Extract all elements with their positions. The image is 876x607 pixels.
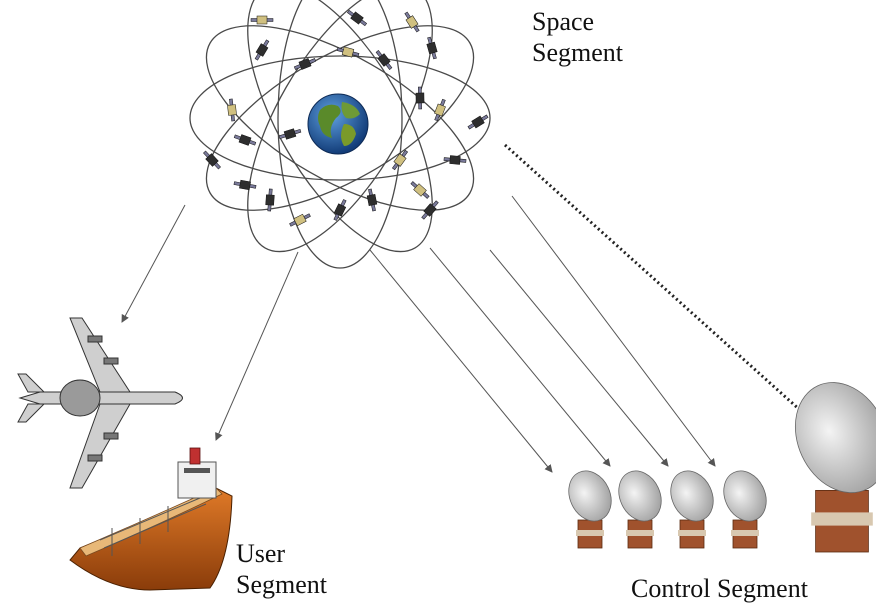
space-label-line1: Space — [532, 7, 595, 36]
aircraft-icon — [17, 317, 183, 489]
satellite-icon — [443, 155, 467, 165]
ground-antenna-icon — [568, 470, 612, 549]
satellite-icon — [233, 134, 257, 146]
satellite-icon — [336, 46, 360, 58]
user-segment-label: User Segment — [236, 538, 327, 600]
satellite-icon — [426, 36, 438, 60]
signal-lines — [121, 195, 716, 473]
satellite-constellation-icon — [189, 0, 491, 269]
satellite-icon — [404, 11, 420, 33]
satellite-icon — [278, 128, 302, 140]
ground-antenna-icon — [618, 470, 662, 549]
satellite-icon — [265, 188, 275, 212]
ground-antenna-icon — [670, 470, 714, 549]
ground-antenna-icon — [794, 382, 876, 553]
satellite-icon — [289, 213, 311, 227]
satellite-icon — [366, 188, 378, 212]
satellite-icon — [293, 58, 317, 70]
satellite-icon — [391, 149, 409, 171]
satellite-icon — [421, 200, 439, 220]
user-label-line2: Segment — [236, 570, 327, 599]
user-label-line1: User — [236, 539, 286, 568]
space-segment-label: Space Segment — [532, 6, 623, 68]
satellite-icon — [434, 98, 446, 122]
space-label-line2: Segment — [532, 38, 623, 67]
satellite-icon — [233, 179, 257, 191]
satellite-icon — [346, 9, 368, 27]
control-segment-label: Control Segment — [631, 574, 808, 603]
satellite-icon — [250, 15, 274, 25]
earth-icon — [307, 93, 369, 155]
ship-icon — [69, 447, 233, 591]
satellite-icon — [227, 98, 237, 122]
uplink-dotted-line — [503, 143, 822, 430]
satellite-icon — [375, 50, 393, 70]
satellite-icon — [467, 114, 489, 130]
satellite-icon — [410, 181, 430, 199]
ground-antennas — [568, 382, 876, 553]
satellite-icon — [203, 150, 221, 170]
ground-antenna-icon — [723, 470, 767, 549]
satellite-icon — [254, 39, 270, 61]
satellite-icon — [415, 86, 425, 110]
satellite-icon — [333, 199, 347, 221]
